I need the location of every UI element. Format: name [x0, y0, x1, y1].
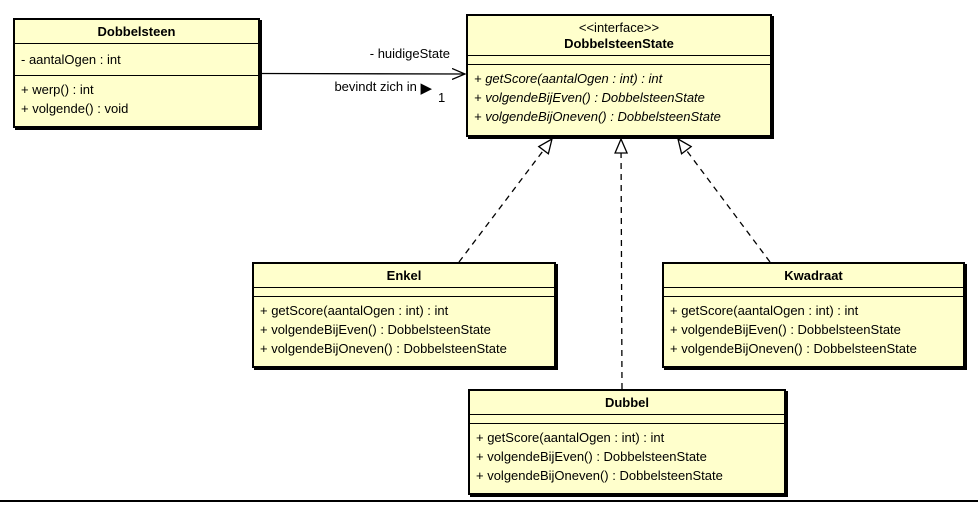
method: + volgendeBijEven() : DobbelsteenState — [260, 322, 491, 337]
interface-box-dobbelsteenstate[interactable]: <<interface>> DobbelsteenState + getScor… — [466, 14, 772, 137]
method: + getScore(aantalOgen : int) : int — [670, 303, 859, 318]
method: + getScore(aantalOgen : int) : int — [476, 430, 665, 445]
class-name: Kwadraat — [664, 264, 963, 288]
association-name-text: bevindt zich in — [334, 79, 417, 94]
method: + volgendeBijEven() : DobbelsteenState — [476, 449, 707, 464]
multiplicity-label: 1 — [438, 90, 446, 105]
methods-section: + getScore(aantalOgen : int) : int + vol… — [470, 424, 784, 493]
realization-dubbel-line — [621, 139, 622, 390]
attributes-section — [254, 288, 554, 297]
attributes-section — [470, 415, 784, 424]
method: + volgende() : void — [21, 101, 129, 116]
methods-section: + werp() : int + volgende() : void — [15, 76, 258, 126]
interface-title: <<interface>> DobbelsteenState — [468, 16, 770, 56]
methods-section: + getScore(aantalOgen : int) : int + vol… — [468, 65, 770, 135]
method: + volgendeBijEven() : DobbelsteenState — [670, 322, 901, 337]
class-box-kwadraat[interactable]: Kwadraat + getScore(aantalOgen : int) : … — [662, 262, 965, 368]
realization-enkel-line — [458, 139, 552, 263]
class-box-enkel[interactable]: Enkel + getScore(aantalOgen : int) : int… — [252, 262, 556, 368]
association-name-label: bevindt zich in ▶ — [290, 79, 432, 96]
method: + werp() : int — [21, 82, 94, 97]
class-box-dubbel[interactable]: Dubbel + getScore(aantalOgen : int) : in… — [468, 389, 786, 495]
method: + volgendeBijOneven() : DobbelsteenState — [670, 341, 917, 356]
class-name: DobbelsteenState — [564, 36, 674, 51]
method: + volgendeBijOneven() : DobbelsteenState — [260, 341, 507, 356]
method: + getScore(aantalOgen : int) : int — [474, 71, 663, 86]
method: + volgendeBijOneven() : DobbelsteenState — [474, 109, 721, 124]
method: + volgendeBijEven() : DobbelsteenState — [474, 90, 705, 105]
direction-triangle-icon: ▶ — [420, 80, 432, 97]
method: + getScore(aantalOgen : int) : int — [260, 303, 449, 318]
stereotype-label: <<interface>> — [578, 20, 660, 35]
class-box-dobbelsteen[interactable]: Dobbelsteen - aantalOgen : int + werp() … — [13, 18, 260, 128]
class-name: Enkel — [254, 264, 554, 288]
method: + volgendeBijOneven() : DobbelsteenState — [476, 468, 723, 483]
attributes-section: - aantalOgen : int — [15, 44, 258, 76]
attribute: - aantalOgen : int — [21, 52, 121, 67]
realization-kwadraat-line — [678, 139, 771, 263]
attributes-section — [664, 288, 963, 297]
class-name: Dubbel — [470, 391, 784, 415]
methods-section: + getScore(aantalOgen : int) : int + vol… — [254, 297, 554, 366]
association-role-label: - huidigeState — [369, 46, 450, 61]
class-name: Dobbelsteen — [15, 20, 258, 44]
association-huidigestate-line — [259, 74, 465, 75]
attributes-section — [468, 56, 770, 65]
methods-section: + getScore(aantalOgen : int) : int + vol… — [664, 297, 963, 366]
